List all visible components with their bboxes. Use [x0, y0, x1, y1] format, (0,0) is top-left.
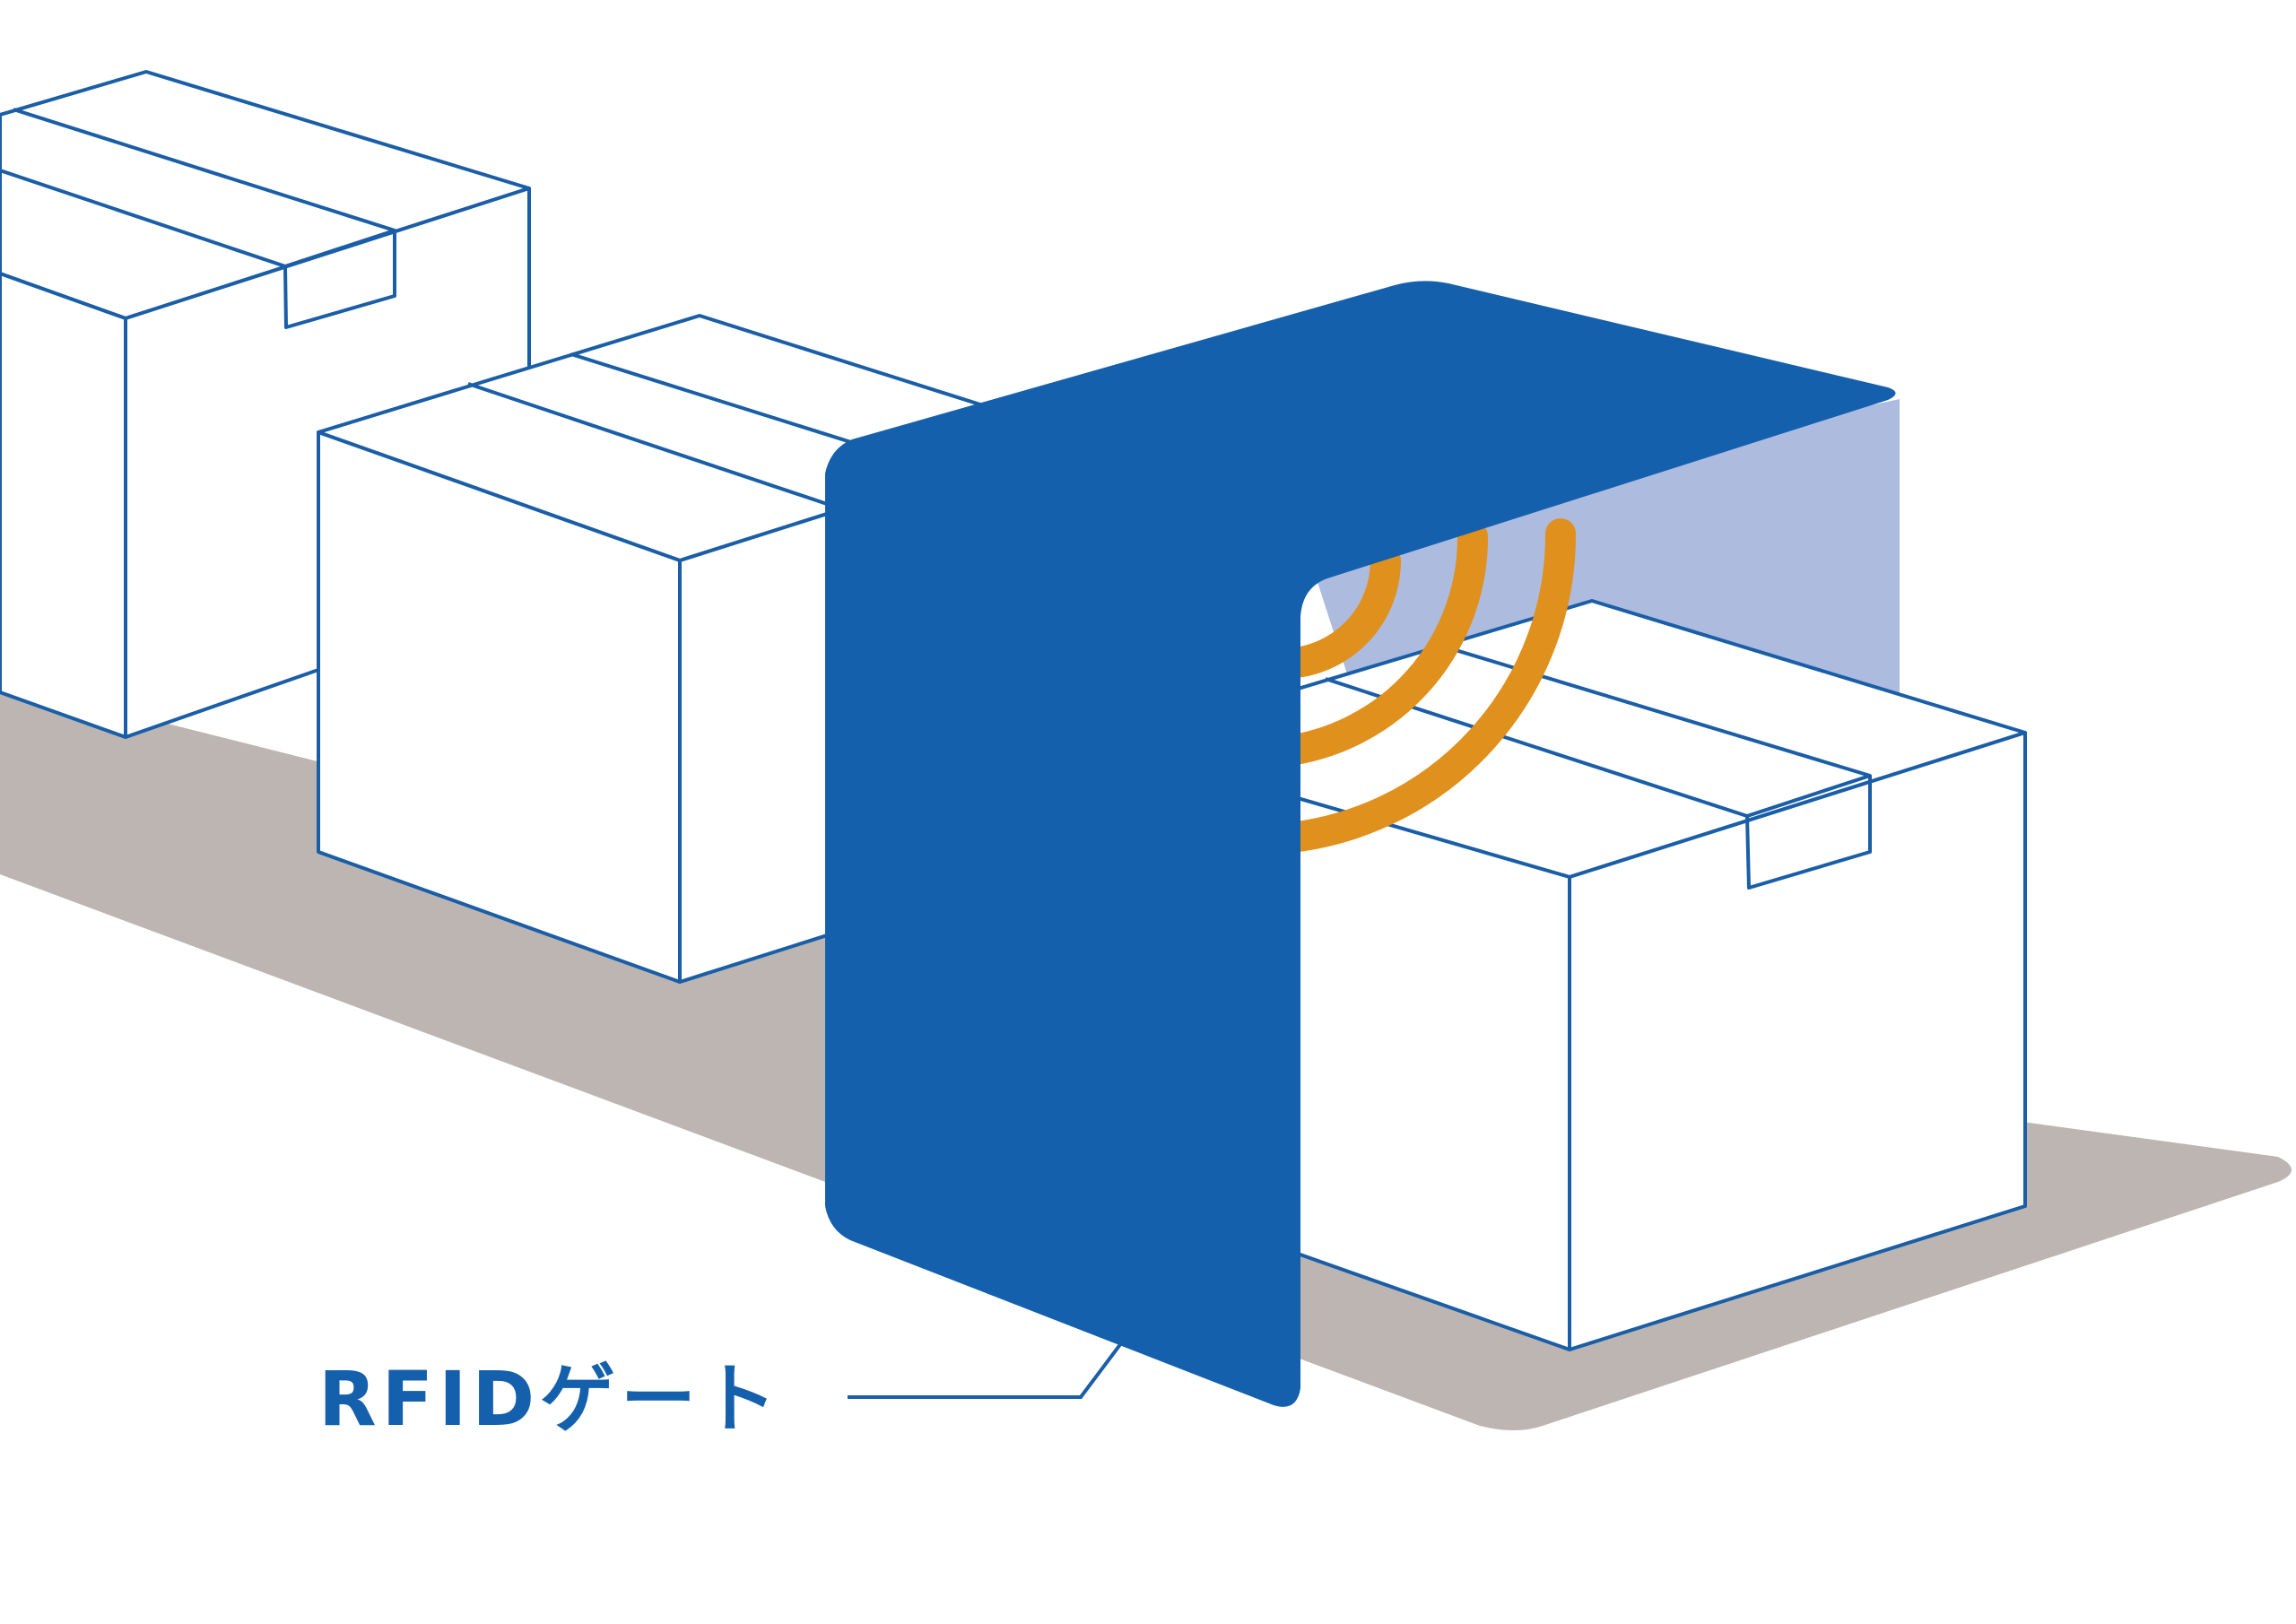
rfid-gate-label: RFIDゲート: [318, 1355, 783, 1443]
radio-wave-icon: [1267, 518, 1577, 854]
label-leader-line: [848, 1342, 1123, 1399]
rfid-gate-icon: [825, 281, 1896, 1407]
